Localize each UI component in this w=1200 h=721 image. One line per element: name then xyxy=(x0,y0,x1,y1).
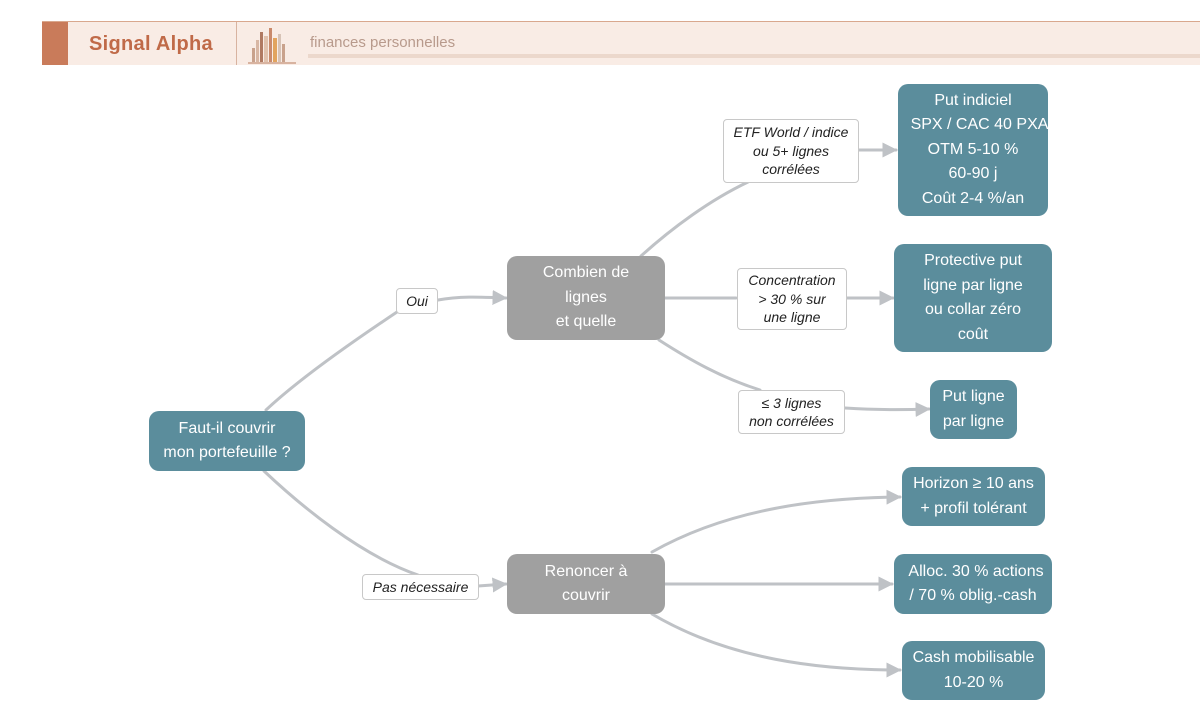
edge-label-concentration-line: Concentration xyxy=(748,272,836,289)
node-put-indiciel-line: Coût 2-4 %/an xyxy=(921,189,1025,207)
edge-label-trois-lignes: ≤ 3 lignes non corrélées xyxy=(738,390,845,434)
edge-label-concentration: Concentration > 30 % sur une ligne xyxy=(737,268,847,330)
edge-label-pas-text: Pas nécessaire xyxy=(372,578,469,595)
node-renoncer-line: Renoncer à xyxy=(544,562,628,580)
edge-root-to-combien xyxy=(264,310,399,412)
edge-label-pas-necessaire: Pas nécessaire xyxy=(362,574,479,600)
header-underline xyxy=(308,54,1200,58)
node-protective-line: Protective put xyxy=(924,252,1022,269)
header-separator xyxy=(236,22,237,65)
node-put-indiciel-line: Put indiciel xyxy=(934,91,1012,109)
node-protective-line: coût xyxy=(957,325,989,343)
edge-renoncer-to-cash xyxy=(650,612,902,678)
brand-name[interactable]: Signal Alpha xyxy=(89,33,213,55)
edge-label-oui: Oui xyxy=(396,288,438,314)
node-put-indiciel-line: SPX / CAC 40 PXA xyxy=(910,116,1048,134)
node-protective-put[interactable]: Protective put ligne par ligne ou collar… xyxy=(894,244,1052,352)
node-alloc[interactable]: Alloc. 30 % actions / 70 % oblig.-cash xyxy=(894,554,1052,614)
edge-root-to-renoncer xyxy=(262,469,420,577)
edge-trois-to-put-ligne xyxy=(843,401,931,417)
edge-label-concentration-line: une ligne xyxy=(763,309,821,326)
edge-label-concentration-line: > 30 % sur xyxy=(758,290,826,307)
node-cash[interactable]: Cash mobilisable 10-20 % xyxy=(902,641,1045,700)
node-cash-line: 10-20 % xyxy=(943,673,1004,691)
node-combien-de-lignes[interactable]: Combien de lignes et quelle xyxy=(507,256,665,340)
node-root-line: mon portefeuille ? xyxy=(163,444,291,461)
edge-label-etf-line: ETF World / indice xyxy=(733,124,849,141)
node-root-line: Faut-il couvrir xyxy=(178,419,276,437)
node-root[interactable]: Faut-il couvrir mon portefeuille ? xyxy=(149,411,305,471)
node-combien-line: Combien de xyxy=(542,264,630,282)
header-tagline: finances personnelles xyxy=(310,34,456,51)
node-protective-line: ou collar zéro xyxy=(924,301,1022,318)
node-put-ligne-line: Put ligne xyxy=(942,388,1005,405)
node-put-indiciel[interactable]: Put indiciel SPX / CAC 40 PXA OTM 5-10 %… xyxy=(898,84,1048,216)
node-renoncer-line: couvrir xyxy=(561,587,610,604)
node-combien-line: et quelle xyxy=(555,313,617,331)
node-put-indiciel-line: 60-90 j xyxy=(948,165,998,183)
edge-renoncer-to-horizon xyxy=(650,489,902,554)
node-put-ligne[interactable]: Put ligne par ligne xyxy=(930,380,1017,439)
node-horizon[interactable]: Horizon ≥ 10 ans + profil tolérant xyxy=(902,467,1045,526)
node-combien-line: lignes xyxy=(565,288,607,306)
node-put-indiciel-line: OTM 5-10 % xyxy=(927,140,1019,158)
node-renoncer[interactable]: Renoncer à couvrir xyxy=(507,554,665,614)
edge-label-etf: ETF World / indice ou 5+ lignes corrélée… xyxy=(723,119,859,183)
bar-chart-logo-icon xyxy=(248,28,296,64)
edge-pas-to-renoncer xyxy=(476,577,508,593)
edge-label-trois-line: non corrélées xyxy=(749,413,834,429)
header-accent-block xyxy=(42,22,68,65)
node-protective-line: ligne par ligne xyxy=(923,276,1023,294)
edge-oui-to-combien xyxy=(436,289,508,305)
node-alloc-line: Alloc. 30 % actions xyxy=(908,562,1044,580)
site-header: Signal Alpha finances personnelles xyxy=(42,21,1200,65)
node-put-ligne-line: par ligne xyxy=(942,412,1005,430)
node-cash-line: Cash mobilisable xyxy=(912,649,1035,666)
edge-label-oui-text: Oui xyxy=(406,292,428,309)
edge-combien-to-etf xyxy=(639,180,750,258)
edge-label-trois-line: ≤ 3 lignes xyxy=(761,394,822,411)
node-alloc-line: / 70 % oblig.-cash xyxy=(909,587,1037,604)
node-horizon-line: Horizon ≥ 10 ans xyxy=(913,475,1034,492)
edge-label-etf-line: corrélées xyxy=(762,161,820,178)
edge-combien-to-trois xyxy=(657,338,762,392)
edge-label-etf-line: ou 5+ lignes xyxy=(753,142,829,159)
node-horizon-line: + profil tolérant xyxy=(920,499,1027,517)
